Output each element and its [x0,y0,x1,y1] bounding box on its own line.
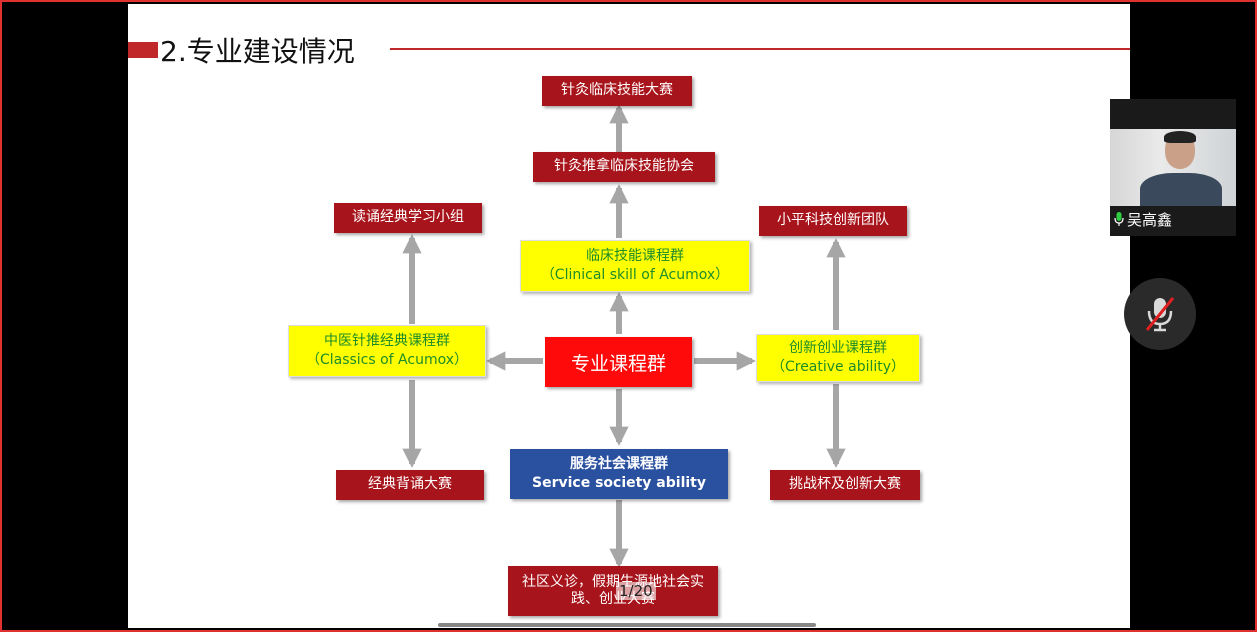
node-classics-recitation-competition: 经典背诵大赛 [336,470,484,500]
mic-icon [1114,212,1124,226]
innovation-label-en: （Creative ability） [770,359,906,375]
presentation-slide: 2.专业建设情况 [128,4,1130,628]
title-underline [390,48,1130,50]
classics-label-cn: 中医针推经典课程群 [324,333,450,350]
title-accent-mark [128,42,158,58]
participant-name: 吴高鑫 [1127,211,1173,229]
participant-video [1110,129,1236,206]
service-label-en: Service society ability [532,475,706,491]
slide-scrollbar[interactable] [438,623,816,627]
node-community-practice: 社区义诊，假期生源地社会实践、创业大赛 [508,566,718,616]
node-skills-association: 针灸推拿临床技能协会 [533,152,715,182]
diagram-arrows [402,104,846,568]
slide-title: 2.专业建设情况 [160,35,355,68]
participant-name-row: 吴高鑫 [1114,209,1172,230]
node-classics-study-group: 读诵经典学习小组 [334,203,482,233]
node-challenge-cup-competition: 挑战杯及创新大赛 [770,470,920,500]
page-indicator: 1/20 [616,582,656,600]
service-label-cn: 服务社会课程群 [570,456,668,473]
participant-video-tile[interactable]: 吴高鑫 [1110,99,1236,236]
node-innovation-team: 小平科技创新团队 [759,206,907,236]
clinical-label-cn: 临床技能课程群 [586,248,684,265]
node-service-society-group: 服务社会课程群 Service society ability [510,449,728,499]
node-acupuncture-competition: 针灸临床技能大赛 [542,76,692,106]
mute-toggle-button[interactable] [1124,278,1196,350]
innovation-label-cn: 创新创业课程群 [789,340,887,357]
node-classics-group: 中医针推经典课程群 （Classics of Acumox） [288,325,486,377]
clinical-label-en: （Clinical skill of Acumox） [540,267,730,283]
node-core-curriculum: 专业课程群 [545,337,692,387]
mic-off-icon [1145,297,1175,332]
node-innovation-group: 创新创业课程群 （Creative ability） [756,334,920,382]
node-clinical-skill-group: 临床技能课程群 （Clinical skill of Acumox） [520,240,750,292]
classics-label-en: （Classics of Acumox） [305,352,469,368]
